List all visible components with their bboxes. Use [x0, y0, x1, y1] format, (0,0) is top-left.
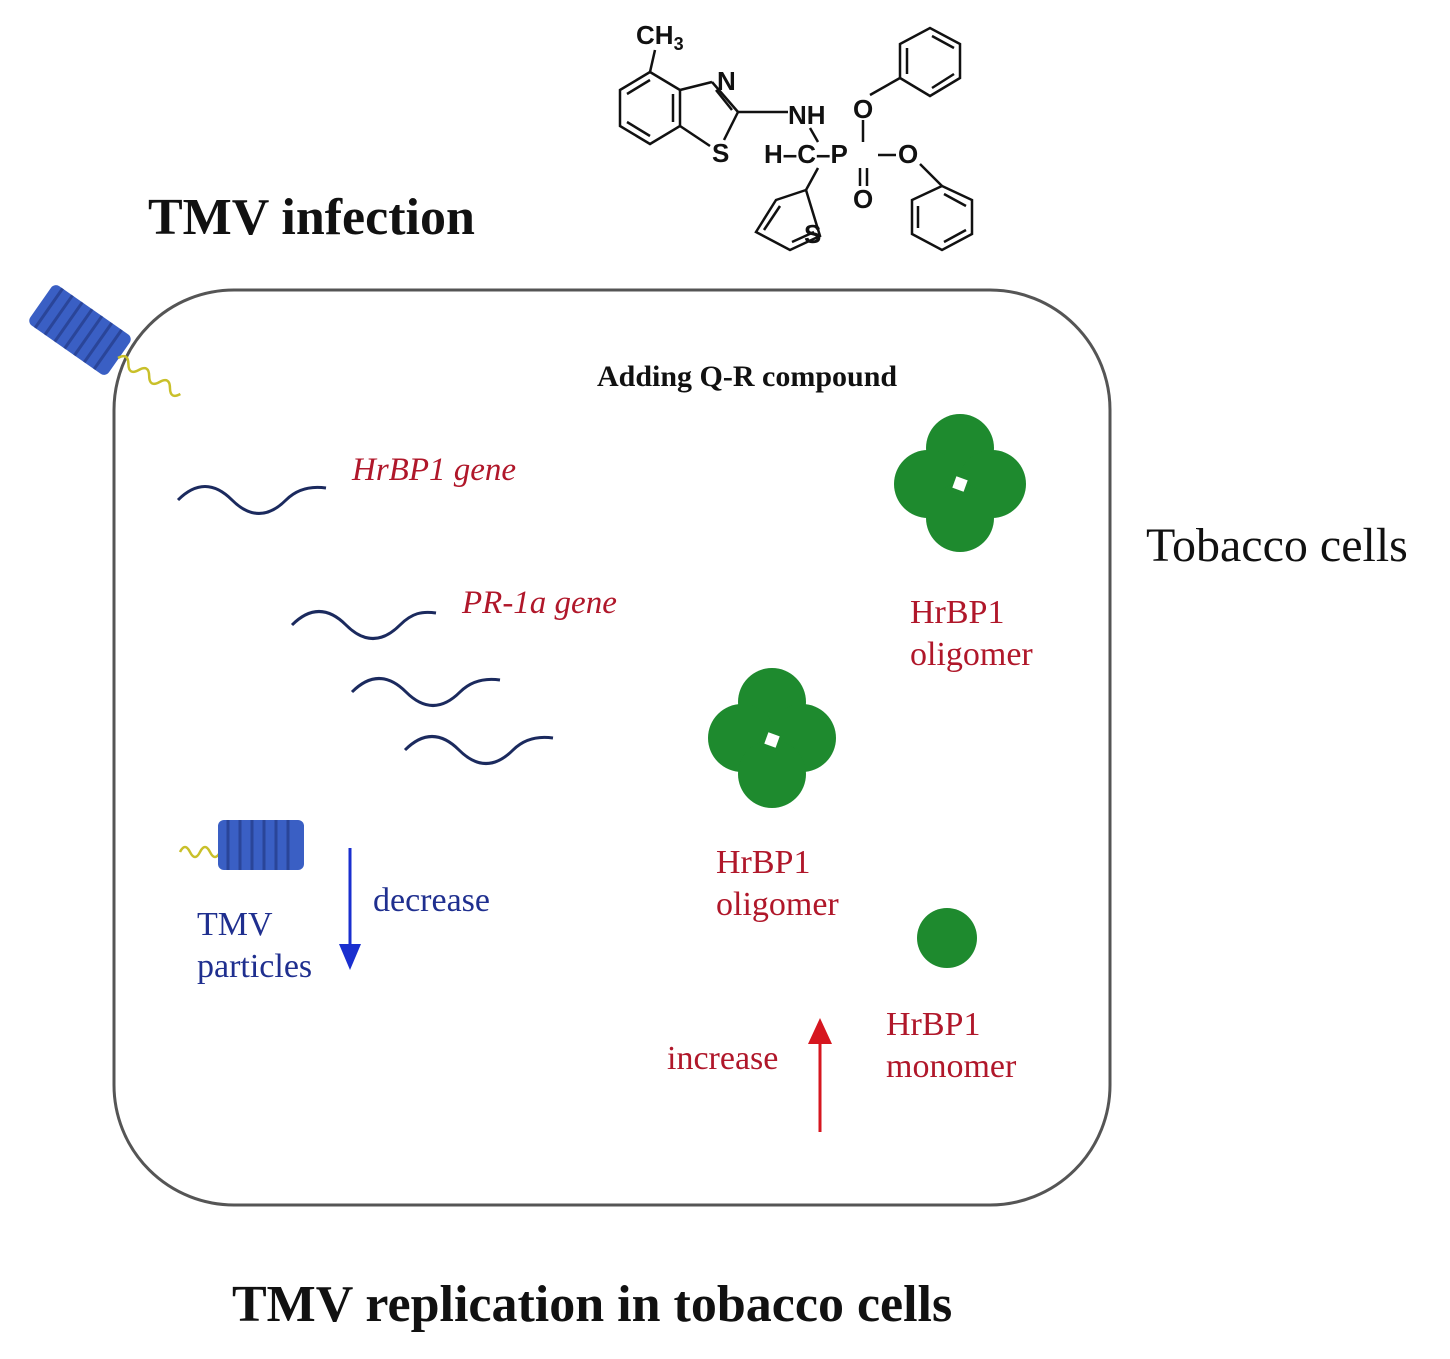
tmv-virion-entering-icon	[29, 285, 131, 375]
increase-label: increase	[667, 1040, 779, 1077]
monomer-line2: monomer	[886, 1048, 1017, 1085]
decrease-arrow-icon	[339, 848, 361, 970]
increase-arrow-icon	[808, 1018, 832, 1132]
oxygen-right-label: O	[898, 139, 918, 169]
tmv-particle-icon	[218, 820, 304, 870]
tmv-particle-rna-icon	[178, 845, 222, 859]
pr1a-transcript-wave-1	[350, 677, 501, 707]
pr1a-gene-wave	[290, 610, 437, 640]
adding-compound-label: Adding Q-R compound	[597, 360, 898, 393]
hrbp1-oligomer-middle-label: HrBP1 oligomer	[716, 842, 896, 926]
monomer-line1: HrBP1	[886, 1006, 981, 1043]
sulfur-thiophene-label: S	[804, 219, 821, 249]
hrbp1-monomer-label: HrBP1 monomer	[886, 1004, 1066, 1088]
oxygen-top-label: O	[853, 94, 873, 124]
hrbp1-gene-wave	[176, 485, 327, 515]
hrbp1-oligomer-middle-icon	[708, 668, 836, 808]
sulfur-ring-label: S	[712, 138, 729, 168]
nitrogen-label: N	[717, 66, 736, 96]
oligomer-middle-line1: HrBP1	[716, 844, 811, 881]
tmv-infection-title: TMV infection	[148, 189, 475, 246]
nh-label: NH	[788, 100, 826, 130]
oxygen-double-label: O	[853, 184, 873, 214]
hrbp1-oligomer-top-icon	[894, 414, 1026, 552]
tmv-replication-title: TMV replication in tobacco cells	[232, 1276, 953, 1333]
oligomer-top-line1: HrBP1	[910, 594, 1005, 631]
hrbp1-gene-label: HrBP1 gene	[352, 452, 517, 488]
methyl-label: CH3	[636, 20, 684, 54]
qr-compound-labels: CH3 N NH S H–C–P O O O S	[636, 20, 918, 249]
oligomer-top-line2: oligomer	[910, 636, 1033, 673]
viral-rna-strand-icon	[117, 354, 181, 398]
pr1a-gene-label: PR-1a gene	[462, 585, 617, 621]
decrease-label: decrease	[373, 882, 491, 919]
hrbp1-monomer-icon	[917, 908, 977, 968]
oligomer-middle-line2: oligomer	[716, 886, 839, 923]
tobacco-cell-boundary	[112, 288, 1112, 1207]
h-c-p-label: H–C–P	[764, 139, 848, 169]
pr1a-transcript-wave-2	[403, 735, 554, 765]
tobacco-cells-label: Tobacco cells	[1146, 519, 1408, 572]
tmv-particles-line1: TMV	[197, 906, 273, 943]
tmv-particles-line2: particles	[197, 948, 313, 985]
qr-compound-structure	[618, 26, 974, 252]
tmv-particles-label: TMV particles	[197, 904, 357, 988]
hrbp1-oligomer-top-label: HrBP1 oligomer	[910, 592, 1090, 676]
